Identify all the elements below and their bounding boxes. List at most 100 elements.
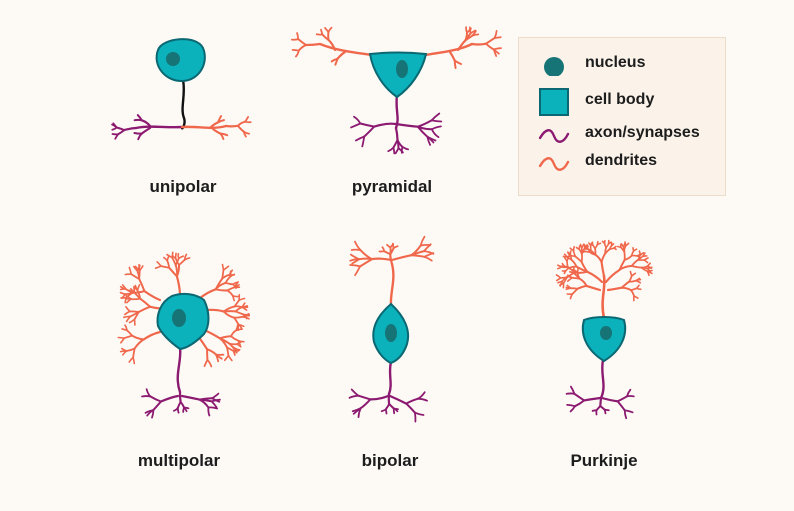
axon-terminal — [350, 388, 360, 397]
axon-terminal — [414, 411, 425, 416]
dendrite-branch — [632, 248, 638, 252]
dendrite-branch — [222, 265, 230, 271]
dendrite-branch — [574, 255, 583, 263]
axon-terminal — [198, 398, 210, 409]
axon-terminal — [623, 409, 628, 420]
dendrite-branch — [383, 250, 392, 256]
dendrite-branch — [224, 124, 240, 128]
legend-label-cell-body: cell body — [585, 91, 655, 108]
dendrite-branch — [233, 316, 240, 326]
dendrite-branch — [295, 49, 300, 58]
dendrite-branch — [612, 247, 617, 251]
dendrite-branch — [635, 279, 642, 284]
dendrite-branch — [643, 259, 649, 264]
dendrite-branch — [586, 270, 604, 284]
dendrite — [389, 262, 395, 307]
axon-terminal — [616, 395, 628, 403]
axon-terminal — [394, 122, 419, 128]
dendrite-branch — [297, 44, 307, 52]
dendrite-branch — [381, 246, 386, 253]
dendrite-branch — [224, 275, 231, 284]
axon-terminal — [112, 122, 118, 129]
dendrite-branch — [229, 273, 236, 278]
dendrite-branch — [222, 310, 236, 319]
axon-terminal — [566, 404, 576, 408]
dendrite-branch — [630, 265, 643, 269]
dendrite-branch — [241, 305, 249, 309]
axon-terminal — [430, 119, 443, 123]
dendrite-branch — [410, 254, 426, 258]
label-pyramidal: pyramidal — [351, 177, 433, 196]
axon-terminal — [394, 126, 399, 141]
dendrite-branch — [567, 252, 572, 257]
axon-terminal — [405, 402, 416, 414]
dendrite-branch — [354, 240, 362, 252]
axon-terminal — [140, 119, 152, 128]
dendrite-branch — [183, 257, 191, 261]
axon-terminal — [145, 388, 152, 398]
dendrite-branch — [570, 258, 578, 268]
purkinje-neuron — [555, 239, 653, 420]
dendrite-branch — [639, 252, 645, 256]
dendrite-branch — [304, 42, 322, 47]
dendrite-branch — [219, 132, 225, 140]
axon — [387, 360, 393, 396]
dendrite-branch — [124, 324, 128, 332]
axon-terminal — [144, 409, 155, 414]
dendrite-branch — [125, 305, 131, 313]
label-multipolar: multipolar — [137, 451, 221, 470]
dendrite-branch — [596, 242, 602, 246]
axon-terminal — [394, 147, 400, 155]
dendrite-branch — [126, 329, 133, 337]
axon-terminal — [140, 126, 152, 135]
axon-terminal — [388, 394, 408, 405]
axon-terminal — [353, 115, 362, 125]
dendrite-branch — [223, 354, 230, 362]
dendrite-branch — [485, 37, 496, 45]
dendrite-branch — [139, 297, 152, 308]
dendrite-branch — [448, 50, 456, 62]
dendrite-branch — [583, 245, 589, 250]
axon-terminal — [616, 400, 626, 412]
dendrite-branch — [120, 347, 128, 352]
dendrite-branch — [138, 277, 146, 293]
dendrite-branch — [227, 354, 233, 362]
dendrite-branch — [623, 254, 633, 261]
axon-terminal — [574, 399, 586, 408]
dendrite-branch — [198, 288, 217, 300]
dendrite-branch — [581, 243, 585, 249]
axon-terminal — [623, 409, 634, 414]
legend-label-nucleus: nucleus — [585, 54, 646, 71]
dendrite-icon — [538, 157, 570, 171]
dendrite — [318, 42, 374, 57]
axon-terminal — [173, 407, 179, 412]
axon-terminal — [392, 138, 399, 149]
dendrite-branch — [471, 33, 480, 37]
dendrite-branch — [156, 260, 162, 267]
dendrite-branch — [206, 348, 218, 356]
dendrite-branch — [576, 266, 579, 273]
dendrite-branch — [210, 126, 222, 135]
axon-terminal — [152, 400, 162, 412]
dendrite-branch — [576, 284, 588, 290]
axon-terminal — [180, 394, 201, 401]
axon-terminal — [583, 396, 602, 402]
dendrite-branch — [214, 288, 229, 292]
dendrite-branch — [336, 50, 347, 60]
dendrite-branch — [485, 42, 495, 51]
axon-terminal — [569, 405, 576, 413]
axon-terminal — [416, 125, 429, 138]
dendrite-branch — [327, 26, 333, 33]
label-bipolar: bipolar — [361, 451, 419, 470]
dendrite-branch — [242, 315, 250, 320]
dendrite-branch — [226, 286, 236, 292]
dendrite-branch — [233, 315, 244, 319]
dendrite-branch — [133, 338, 145, 350]
dendrite-branch — [226, 289, 234, 297]
dendrite-branch — [572, 245, 576, 252]
axon-terminal — [416, 119, 433, 128]
axon-terminal — [417, 397, 428, 402]
pyramidal-neuron — [291, 26, 502, 155]
dendrite-branch — [469, 29, 477, 35]
